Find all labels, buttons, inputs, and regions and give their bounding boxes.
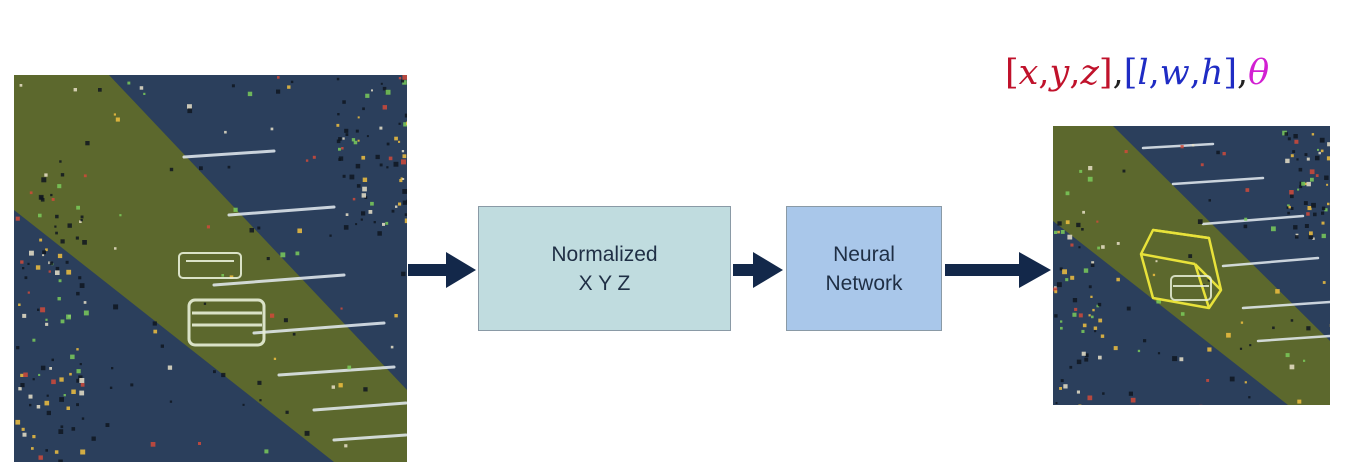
separator-comma-1: , xyxy=(1112,53,1124,93)
input-point-cloud-image xyxy=(14,75,407,462)
network-label: Network xyxy=(825,271,903,295)
right-arrow-icon xyxy=(408,252,476,288)
l-symbol: l xyxy=(1137,53,1149,93)
dimension-close-bracket: ] xyxy=(1223,53,1238,93)
output-detection-image xyxy=(1053,126,1330,405)
output-parameters-formula: [x,y,z],[l,w,h],θ xyxy=(1005,48,1335,98)
x-symbol: x xyxy=(1018,53,1039,93)
neural-label: Neural xyxy=(833,242,895,266)
dimension-comma-2: , xyxy=(1189,53,1201,93)
separator-comma-2: , xyxy=(1237,53,1249,93)
h-symbol: h xyxy=(1200,53,1224,93)
y-symbol: y xyxy=(1049,53,1070,93)
normalized-label: Normalized xyxy=(551,242,658,266)
position-open-bracket: [ xyxy=(1005,53,1019,93)
right-arrow-icon xyxy=(945,252,1051,288)
position-comma-1: , xyxy=(1038,53,1050,93)
z-symbol: z xyxy=(1080,53,1099,93)
lidar-detection-icon xyxy=(1053,126,1330,405)
position-close-bracket: ] xyxy=(1098,53,1113,93)
w-symbol: w xyxy=(1159,53,1190,93)
xyz-label: X Y Z xyxy=(578,271,631,295)
neural-network-box: Neural Network xyxy=(786,206,942,331)
dimension-comma-1: , xyxy=(1148,53,1160,93)
right-arrow-icon xyxy=(733,252,783,288)
normalized-xyz-box: Normalized X Y Z xyxy=(478,206,731,331)
theta-symbol: θ xyxy=(1248,53,1270,93)
lidar-point-cloud-icon xyxy=(14,75,407,462)
dimension-open-bracket: [ xyxy=(1123,53,1138,93)
position-comma-2: , xyxy=(1069,53,1081,93)
